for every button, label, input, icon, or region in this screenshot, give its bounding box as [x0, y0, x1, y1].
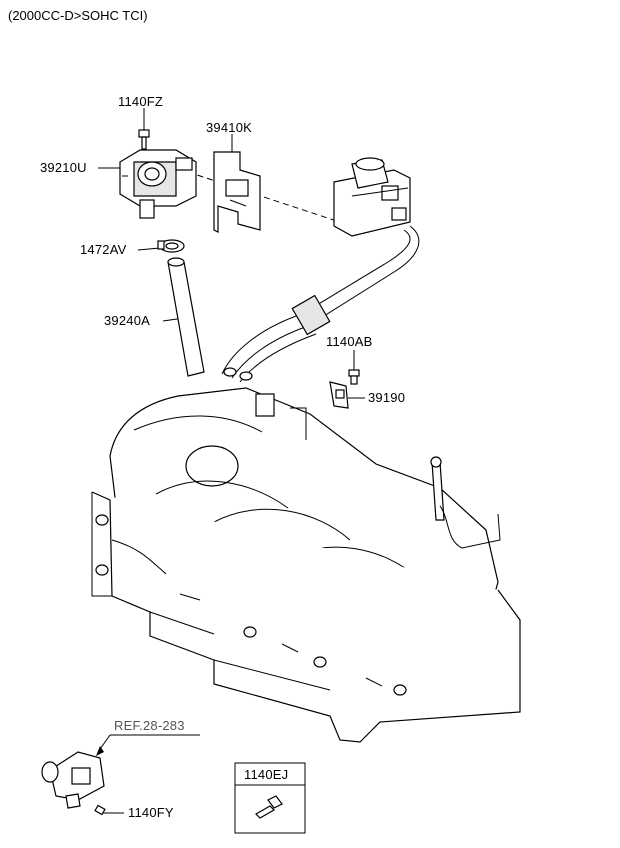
sensor-icon: [119, 149, 197, 219]
bolt-icon: [255, 795, 283, 819]
vacuum-line: [221, 225, 420, 383]
engine-block-icon: [91, 491, 521, 743]
callout-1140fy: 1140FY: [128, 805, 174, 820]
bracket-icon: [329, 381, 349, 409]
clamp-icon: [157, 239, 185, 253]
hose-icon: [167, 257, 205, 377]
callout-39240a: 39240A: [104, 313, 151, 328]
leader-lines: [96, 108, 365, 814]
bolt-icon: [138, 129, 150, 150]
callout-1472av: 1472AV: [80, 242, 127, 257]
callout-1140fz: 1140FZ: [118, 94, 164, 109]
callout-ref-28-283: REF.28-283: [114, 718, 185, 733]
callout-39190: 39190: [368, 390, 406, 405]
valve-icon: [333, 157, 411, 237]
ref-arrowhead: [96, 746, 104, 756]
callout-1140ej: 1140EJ: [244, 767, 289, 782]
callout-39410k: 39410K: [206, 120, 253, 135]
bolt-icon: [94, 804, 106, 816]
bolt-icon: [348, 369, 360, 385]
bracket-icon: [213, 151, 261, 233]
part-box-1140ej: [234, 762, 306, 834]
callout-39210u: 39210U: [40, 160, 87, 175]
diagram-title: (2000CC-D>SOHC TCI): [8, 8, 148, 23]
callout-1140ab: 1140AB: [326, 334, 373, 349]
sensor-icon: [41, 751, 105, 809]
